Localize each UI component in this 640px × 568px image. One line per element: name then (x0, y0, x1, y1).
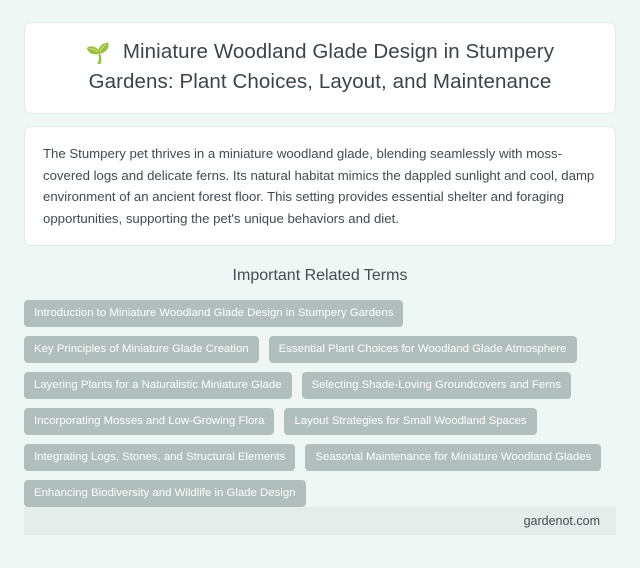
page-title: Miniature Woodland Glade Design in Stump… (88, 40, 555, 93)
related-terms-heading: Important Related Terms (232, 267, 408, 284)
related-terms-section: Important Related Terms Introduction to … (24, 262, 616, 507)
related-term-tag[interactable]: Seasonal Maintenance for Miniature Woodl… (305, 444, 602, 471)
related-term-tag[interactable]: Integrating Logs, Stones, and Structural… (24, 444, 296, 471)
related-term-tag[interactable]: Introduction to Miniature Woodland Glade… (24, 300, 404, 327)
related-term-tag[interactable]: Key Principles of Miniature Glade Creati… (24, 336, 259, 363)
related-term-tag[interactable]: Incorporating Mosses and Low-Growing Flo… (24, 408, 275, 435)
related-term-tag[interactable]: Selecting Shade-Loving Groundcovers and … (301, 372, 572, 399)
title-row: 🌱Miniature Woodland Glade Design in Stum… (45, 37, 595, 97)
description-card: The Stumpery pet thrives in a miniature … (24, 126, 616, 246)
footer-bar: gardenot.com (24, 507, 616, 535)
related-terms-list: Introduction to Miniature Woodland Glade… (24, 300, 616, 507)
related-term-tag[interactable]: Enhancing Biodiversity and Wildlife in G… (24, 480, 306, 507)
footer-domain: gardenot.com (523, 514, 600, 528)
related-term-tag[interactable]: Layout Strategies for Small Woodland Spa… (284, 408, 537, 435)
seedling-icon: 🌱 (85, 43, 111, 65)
related-term-tag[interactable]: Layering Plants for a Naturalistic Minia… (24, 372, 292, 399)
related-term-tag[interactable]: Essential Plant Choices for Woodland Gla… (268, 336, 577, 363)
description-text: The Stumpery pet thrives in a miniature … (43, 146, 595, 226)
title-card: 🌱Miniature Woodland Glade Design in Stum… (24, 22, 616, 114)
